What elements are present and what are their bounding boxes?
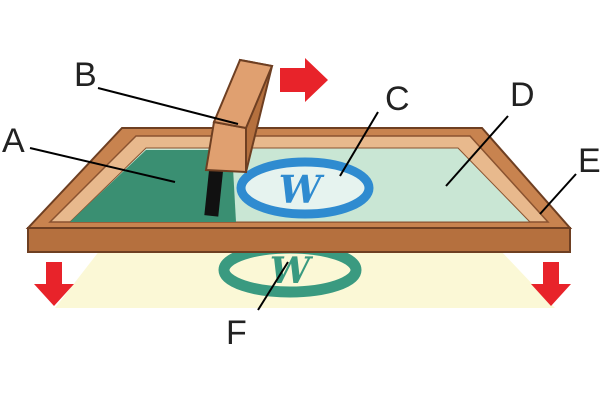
leader-line-f	[257, 261, 289, 311]
squeegee-handle-top	[212, 58, 274, 130]
label-d: D	[510, 76, 535, 114]
label-a: A	[2, 122, 25, 160]
squeegee-blade	[204, 165, 224, 217]
arrow-down-icon	[531, 262, 571, 306]
leader-line-e	[539, 173, 577, 215]
arrow-right-icon	[280, 58, 328, 102]
leader-line-b	[97, 87, 239, 125]
arrow-down-icon	[34, 262, 74, 306]
leader-line-c	[339, 111, 379, 177]
leader-line-a	[29, 147, 176, 183]
stencil-logo-ring	[236, 157, 374, 219]
frame-front-face	[27, 227, 571, 253]
ink-pool	[70, 150, 236, 222]
label-b: B	[74, 56, 97, 94]
squeegee	[204, 58, 274, 217]
printed-logo-letter: W	[270, 250, 314, 292]
label-e: E	[578, 142, 600, 180]
stencil-logo: W	[236, 157, 374, 219]
label-c: C	[385, 80, 410, 118]
leader-line-d	[445, 115, 509, 187]
squeegee-handle-front	[204, 120, 247, 174]
print-paper	[55, 250, 555, 308]
label-f: F	[226, 314, 247, 352]
stencil-logo-letter: W	[279, 167, 325, 212]
